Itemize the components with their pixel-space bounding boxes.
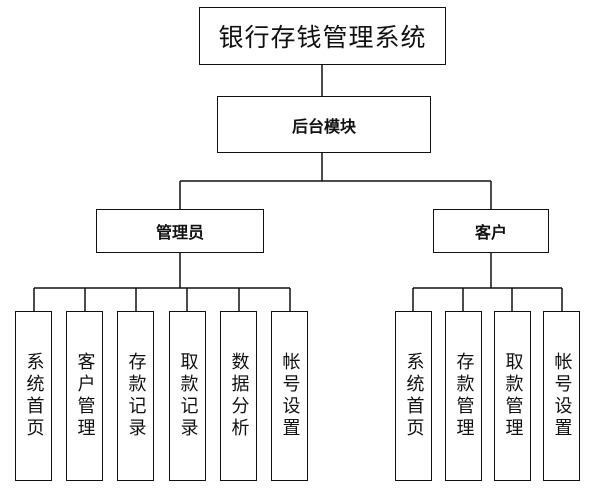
customer-leaf-node: 取款管理 bbox=[494, 311, 531, 481]
admin-label: 管理员 bbox=[155, 223, 204, 242]
customer-leaf-node: 存款管理 bbox=[445, 311, 482, 481]
admin-leaf-node: 存款记录 bbox=[117, 311, 154, 481]
admin-leaf-node: 系统首页 bbox=[15, 311, 52, 481]
customer-label: 客户 bbox=[474, 223, 507, 242]
admin-node: 管理员 bbox=[96, 209, 264, 253]
admin-leaf-label: 数据分析 bbox=[228, 352, 250, 440]
admin-leaf-label: 取款记录 bbox=[177, 352, 199, 440]
root-node: 银行存钱管理系统 bbox=[199, 7, 446, 65]
admin-leaf-label: 客户管理 bbox=[74, 352, 96, 440]
root-label: 银行存钱管理系统 bbox=[218, 23, 427, 52]
backend-module-node: 后台模块 bbox=[217, 96, 431, 153]
backend-module-label: 后台模块 bbox=[291, 116, 356, 136]
customer-leaf-node: 系统首页 bbox=[395, 311, 432, 481]
customer-leaf-label: 存款管理 bbox=[453, 352, 475, 440]
customer-leaf-node: 帐号设置 bbox=[543, 311, 580, 481]
customer-node: 客户 bbox=[433, 209, 549, 253]
admin-leaf-label: 帐号设置 bbox=[279, 352, 301, 440]
customer-leaf-label: 取款管理 bbox=[502, 352, 524, 440]
admin-leaf-node: 帐号设置 bbox=[271, 311, 308, 481]
admin-leaf-node: 数据分析 bbox=[220, 311, 257, 481]
admin-leaf-label: 系统首页 bbox=[23, 352, 45, 440]
admin-leaf-label: 存款记录 bbox=[125, 352, 147, 440]
customer-leaf-label: 系统首页 bbox=[403, 352, 425, 440]
admin-leaf-node: 客户管理 bbox=[66, 311, 103, 481]
customer-leaf-label: 帐号设置 bbox=[551, 352, 573, 440]
admin-leaf-node: 取款记录 bbox=[169, 311, 206, 481]
